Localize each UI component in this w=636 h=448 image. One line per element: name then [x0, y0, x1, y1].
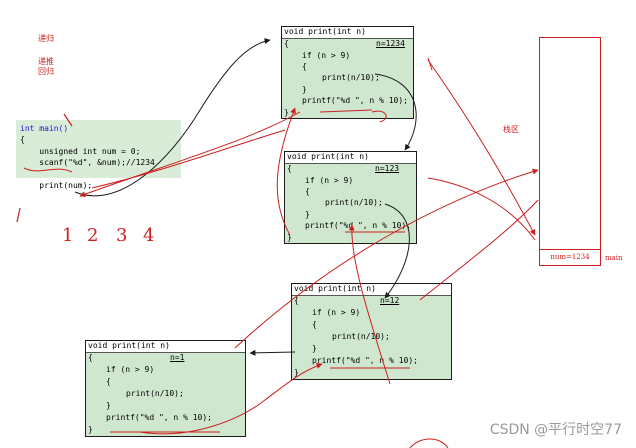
return-arrow-frame2-to-frame1	[276, 107, 296, 236]
frame-brace-close: }	[106, 401, 111, 410]
frame-open-brace: {	[287, 164, 292, 173]
frame-brace-close: }	[305, 210, 310, 219]
frame-recursive-call: print(n/10);	[325, 198, 383, 207]
main-signature: int main()	[20, 124, 69, 133]
annotation-return-up: 回归	[38, 67, 54, 76]
frame-printf: printf("%d ", n % 10);	[106, 413, 212, 422]
watermark: CSDN @平行时空77	[489, 422, 622, 438]
scribble-bottom-circles	[409, 438, 449, 448]
stack-link-frame1	[427, 59, 536, 236]
scribble-main-arrow	[63, 113, 73, 127]
frame-n-value: n=1234	[376, 39, 405, 48]
stack-main-label: main	[605, 254, 623, 262]
frame-n-value: n=12	[380, 296, 400, 305]
print-frame-1: void print(int n) { n=1234 if (n > 9) { …	[281, 26, 414, 119]
scribble-main-scanf	[23, 167, 73, 173]
main-scanf: scanf("%d", &num);//1234	[20, 158, 155, 167]
scribble-left-mark	[16, 207, 21, 223]
frame-close-brace: }	[88, 425, 93, 434]
return-arrow-frame1-to-main	[79, 111, 301, 197]
frame-open-brace: {	[284, 39, 289, 48]
annotation-stack-area: 栈区	[503, 125, 519, 134]
call-arrow-main-to-frame1	[74, 38, 271, 197]
digit-1: 1	[62, 225, 74, 246]
call-arrow-frame2-to-frame3	[384, 203, 410, 299]
frame-n-value: n=123	[375, 164, 400, 173]
call-arrow-frame3-to-frame4	[249, 349, 296, 356]
stack-link-frame2	[427, 177, 536, 241]
frame-header: void print(int n)	[86, 341, 245, 353]
frame-brace-close: }	[312, 344, 317, 353]
frame-brace-open: {	[312, 320, 317, 329]
frame-brace-close: }	[302, 85, 307, 94]
frame-close-brace: }	[287, 233, 292, 242]
frame-recursive-call: print(n/10);	[332, 332, 390, 341]
digit-4: 4	[143, 225, 155, 246]
print-frame-2: void print(int n) { n=123 if (n > 9) { p…	[284, 151, 417, 244]
frame-if-line: if (n > 9)	[305, 176, 354, 185]
return-arrow-frame3-to-frame2	[348, 224, 391, 385]
frame-header: void print(int n)	[282, 27, 413, 39]
frame-header: void print(int n)	[292, 284, 451, 296]
scribble-stack-mark	[427, 57, 433, 71]
frame-n-value: n=1	[170, 353, 185, 362]
main-print-call: print(num);	[20, 181, 93, 190]
main-open-brace: {	[20, 135, 25, 144]
frame-brace-open: {	[106, 377, 111, 386]
digit-2: 2	[87, 225, 99, 246]
frame-brace-open: {	[302, 62, 307, 71]
stack-main-slot: num=1234	[539, 249, 601, 266]
frame-open-brace: {	[88, 353, 93, 362]
frame-recursive-call: print(n/10);	[322, 73, 380, 82]
stack-link-frame4	[234, 168, 539, 349]
annotation-recursion: 递归	[38, 34, 54, 43]
scribble-frame1-4	[371, 110, 387, 123]
frame-open-brace: {	[294, 296, 299, 305]
return-arrow-frame4-to-frame3	[139, 363, 323, 435]
frame-header: void print(int n)	[285, 152, 416, 164]
return-arrow-frame1-to-main-2	[91, 129, 286, 189]
scribble-frame1-printf	[319, 109, 373, 113]
frame-printf: printf("%d ", n % 10);	[312, 356, 418, 365]
print-frame-4: void print(int n) { n=1 if (n > 9) { pri…	[85, 340, 246, 437]
stack-link-frame3	[419, 199, 539, 301]
frame-close-brace: }	[284, 108, 289, 117]
frame-brace-open: {	[305, 187, 310, 196]
frame-printf: printf("%d ", n % 10);	[302, 96, 408, 105]
digit-3: 3	[116, 225, 128, 246]
call-arrow-frame1-to-frame2	[374, 73, 417, 151]
frame-if-line: if (n > 9)	[312, 308, 361, 317]
stack-area-box	[539, 37, 601, 266]
frame-if-line: if (n > 9)	[302, 51, 351, 60]
frame-close-brace: }	[294, 368, 299, 377]
main-declaration: unsigned int num = 0;	[20, 147, 141, 156]
frame-if-line: if (n > 9)	[106, 365, 155, 374]
annotation-pass-down: 递推	[38, 57, 54, 66]
frame-recursive-call: print(n/10);	[126, 389, 184, 398]
frame-printf: printf("%d ", n % 10);	[305, 221, 411, 230]
